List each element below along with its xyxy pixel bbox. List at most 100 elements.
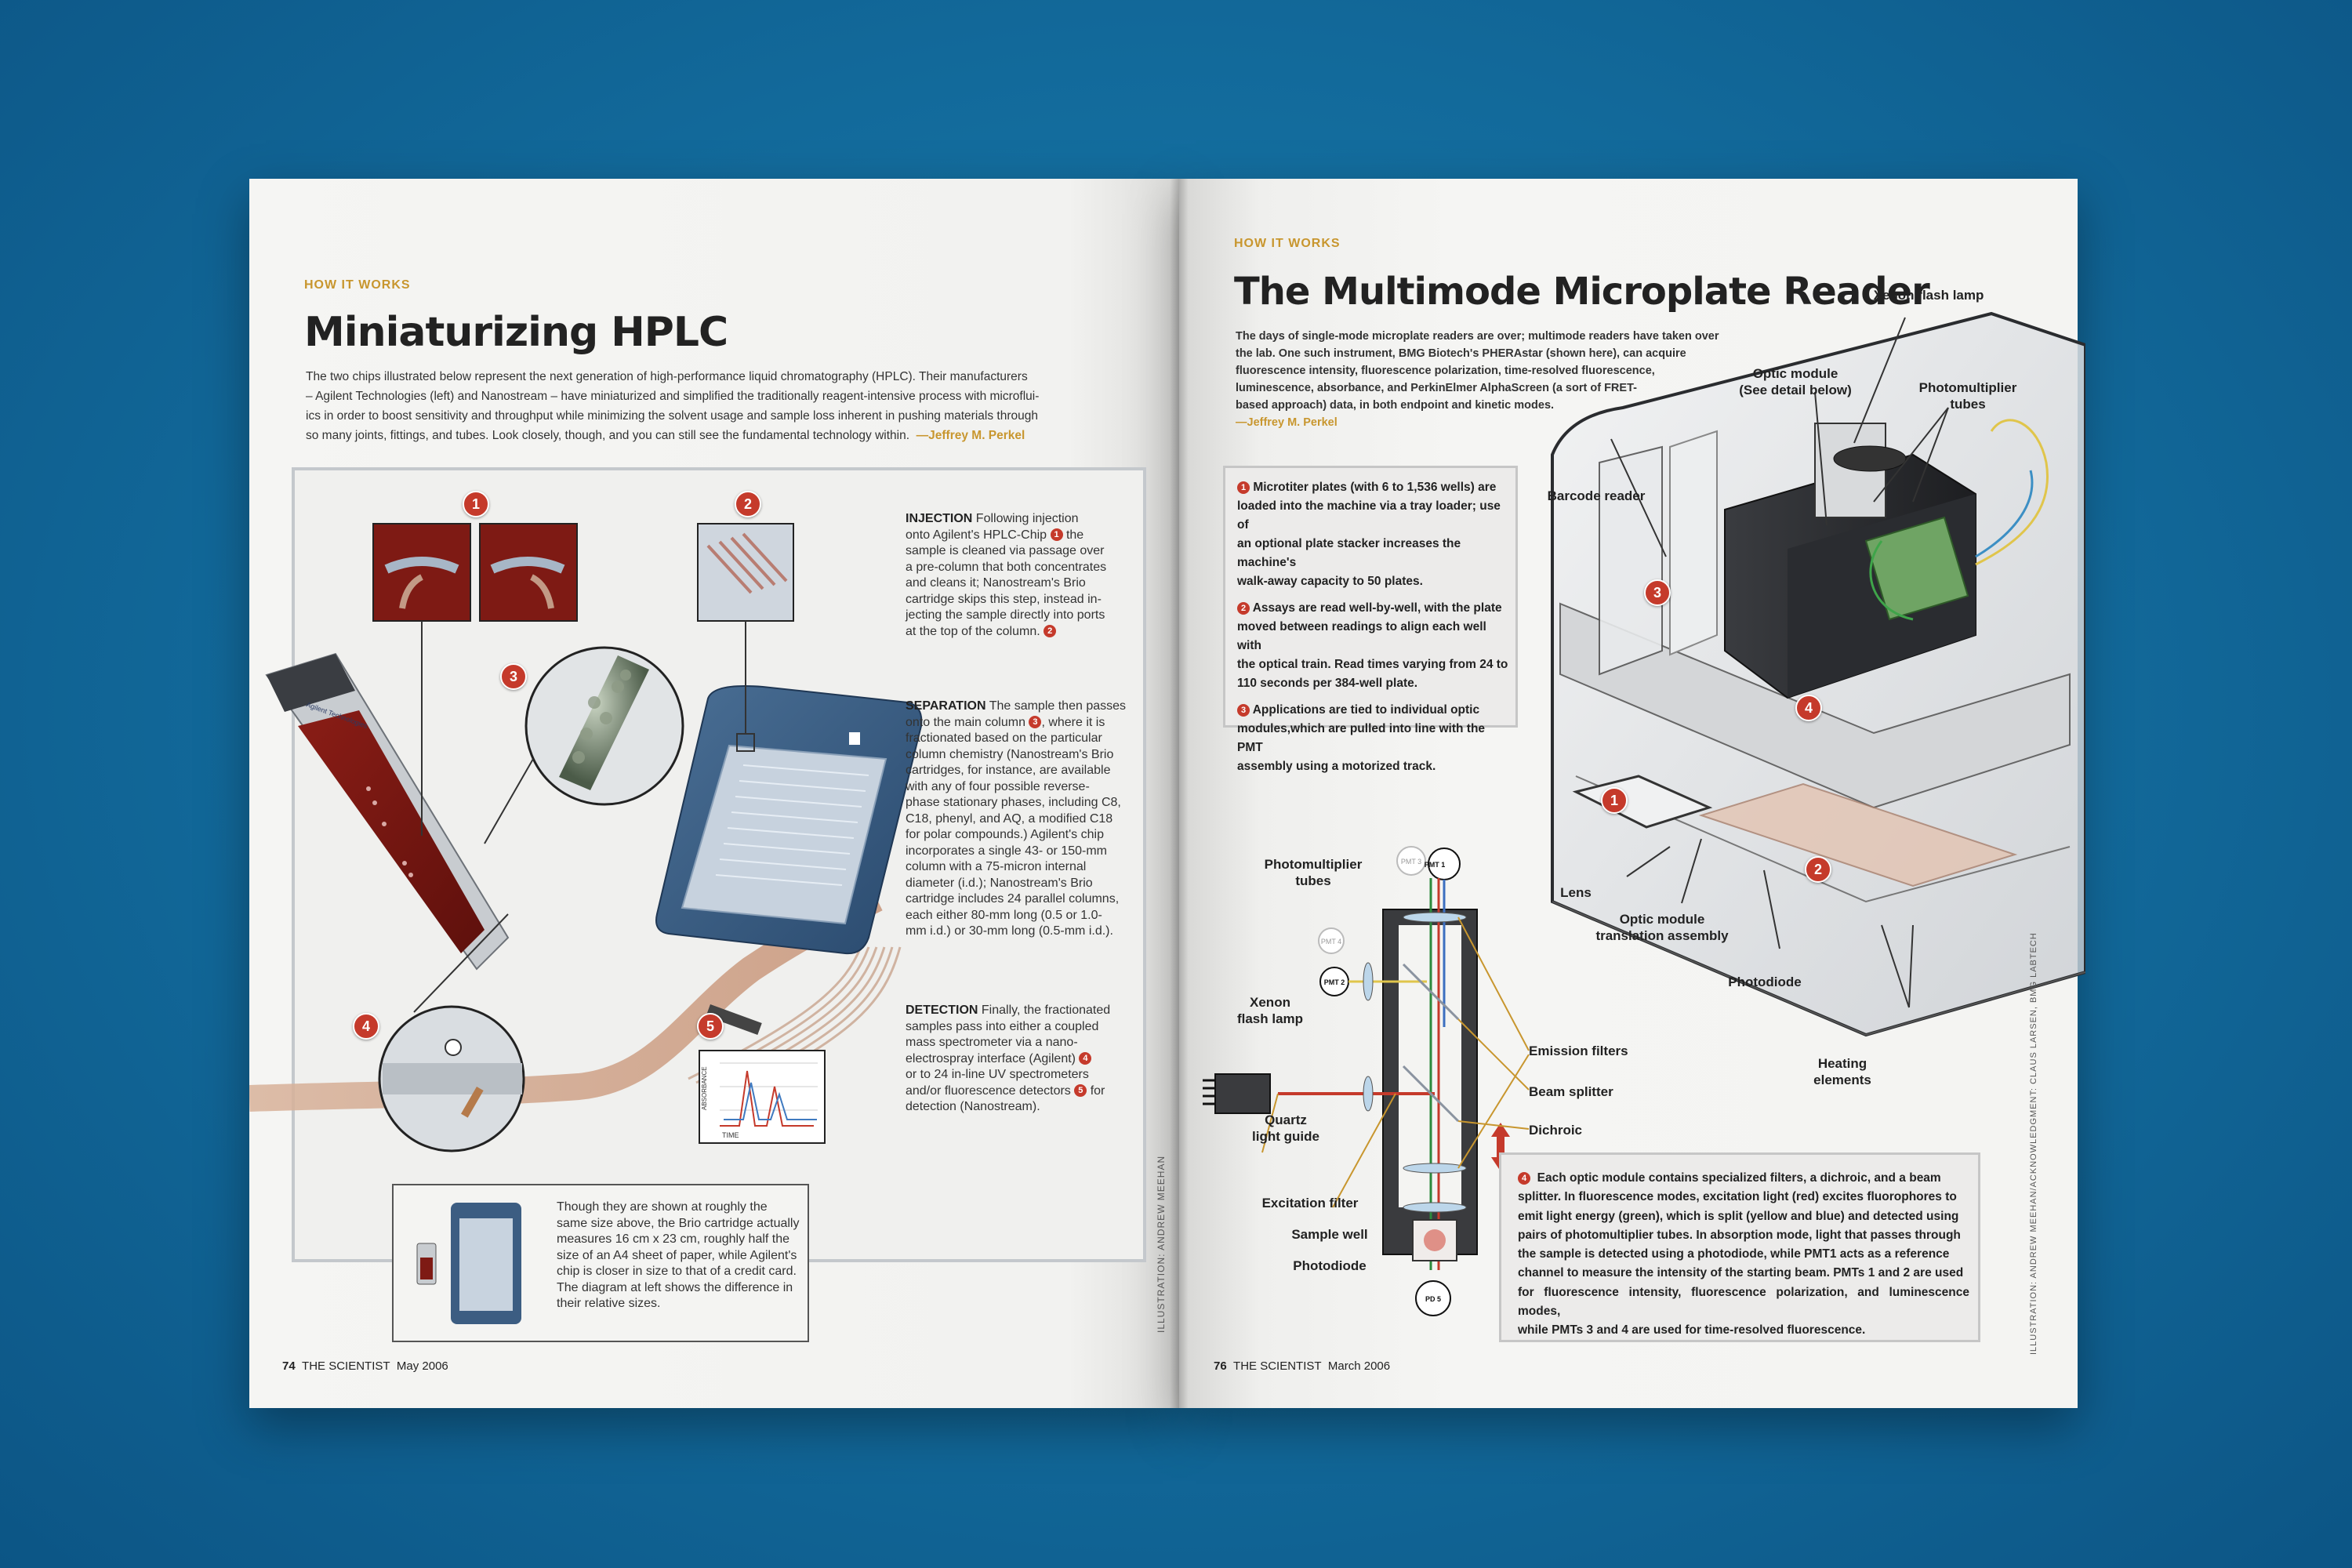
optics-label-sample: Sample well (1291, 1227, 1368, 1242)
detection-line: electrospray interface (Agilent) (906, 1051, 1076, 1065)
inset-agilent-valve (372, 523, 578, 836)
pmt4-label: PMT 4 (1321, 938, 1341, 946)
label-barcode-reader: Barcode reader (1547, 488, 1646, 503)
steps-callout-box (1223, 466, 1518, 728)
optics-label-quartz: Quartz light guide (1239, 1112, 1333, 1145)
device-badge-2: 2 (1805, 856, 1831, 883)
detail-line: splitter. In fluorescence modes, excitat… (1518, 1190, 1957, 1204)
ref-num: 4 (1079, 1052, 1092, 1065)
left-illustration-credit: ILLUSTRATION: ANDREW MEEHAN (1156, 1155, 1167, 1333)
step-item-3: 3 Applications are tied to individual op… (1237, 701, 1508, 776)
note-line: same size above, the Brio cartridge actu… (557, 1216, 800, 1230)
graph-y-label: ABSORBANCE (701, 1066, 708, 1110)
label-line: elements (1813, 1073, 1871, 1087)
injection-line: jecting the sample directly into ports (906, 608, 1105, 622)
lede-line: luminescence, absorbance, and PerkinElme… (1236, 382, 1637, 394)
separation-line: fractionated based on the particular (906, 731, 1102, 745)
magazine-gutter (1170, 179, 1189, 1408)
badge-column-3: 3 (500, 663, 527, 690)
label-line: Heating (1817, 1056, 1867, 1071)
detection-head: DETECTION (906, 1004, 978, 1017)
separation-line: phase stationary phases, including C8, (906, 796, 1121, 809)
optics-label-dichroic: Dichroic (1529, 1123, 1583, 1138)
ref-num: 3 (1029, 716, 1042, 729)
pd5-label: PD 5 (1425, 1295, 1441, 1303)
label-translation-assembly: Optic module translation assembly (1592, 911, 1733, 944)
optic-detail-callout (1499, 1152, 1980, 1342)
detail-line: channel to measure the intensity of the … (1518, 1266, 1964, 1280)
label-line: (See detail below) (1739, 383, 1852, 397)
label-optic-module: Optic module (See detail below) (1725, 365, 1866, 398)
injection-line: a pre-column that both concentrates (906, 560, 1107, 574)
injection-line: Following injection (972, 512, 1079, 525)
badge-injection-2: 2 (735, 491, 761, 517)
label-line: flash lamp (1236, 1011, 1304, 1026)
ref-num: 2 (1237, 601, 1250, 615)
optics-label-excitation: Excitation filter (1261, 1196, 1359, 1210)
label-line: Xenon (1250, 995, 1290, 1010)
label-line: Photomultiplier (1918, 380, 2017, 395)
device-badge-4: 4 (1795, 695, 1822, 721)
note-line: Though they are shown at roughly the (557, 1200, 768, 1214)
lede-line: ics in order to boost sensitivity and th… (306, 409, 1038, 423)
badge-tip-4: 4 (353, 1013, 379, 1040)
right-illustration-credit: ILLUSTRATION: ANDREW MEEHAN/ACKNOWLEDGME… (2029, 932, 2038, 1355)
section-injection: INJECTION Following injection onto Agile… (906, 511, 1133, 640)
step-line: Assays are read well-by-well, with the p… (1252, 601, 1502, 615)
separation-line: for polar compounds.) Agilent's chip (906, 828, 1104, 841)
step-line: 110 seconds per 384-well plate. (1237, 677, 1418, 690)
nanostream-brio-cartridge (655, 685, 923, 955)
optics-label-xenon: Xenon flash lamp (1223, 994, 1317, 1027)
relative-size-diagram (416, 1203, 521, 1324)
step-item-1: 1 Microtiter plates (with 6 to 1,536 wel… (1237, 478, 1508, 591)
right-page-number: 76 (1214, 1359, 1227, 1373)
separation-line: mm i.d.) or 30-mm long (0.5-mm i.d.). (906, 924, 1113, 938)
separation-line: each either 80-mm long (0.5 or 1.0- (906, 908, 1102, 922)
lede-line: the lab. One such instrument, BMG Biotec… (1236, 347, 1686, 360)
detail-line: emit light energy (green), which is spli… (1518, 1209, 1959, 1223)
lede-line: The days of single-mode microplate reade… (1236, 330, 1719, 343)
optics-label-pmt: Photomultiplier tubes (1254, 856, 1372, 889)
ref-num: 1 (1050, 528, 1063, 542)
separation-line: incorporates a single 43- or 150-mm (906, 844, 1108, 858)
pmt1-label: PMT 1 (1425, 861, 1446, 869)
separation-line: diameter (i.d.); Nanostream's Brio (906, 876, 1093, 890)
ref-num: 4 (1518, 1171, 1530, 1185)
separation-head: SEPARATION (906, 699, 986, 713)
left-lede: The two chips illustrated below represen… (306, 367, 1137, 445)
left-byline: —Jeffrey M. Perkel (916, 429, 1025, 442)
lede-line: The two chips illustrated below represen… (306, 370, 1028, 383)
agilent-hplc-chip: Agilent Technologies (265, 652, 510, 971)
steps-callout-text: 1 Microtiter plates (with 6 to 1,536 wel… (1237, 478, 1508, 776)
note-line: size of an A4 sheet of paper, while Agil… (557, 1248, 797, 1262)
note-line: their relative sizes. (557, 1297, 661, 1310)
label-line: Photomultiplier (1264, 857, 1363, 872)
ref-num: 5 (1074, 1084, 1087, 1098)
separation-line: , where it is (1041, 715, 1105, 729)
optic-module-detail-diagram: PMT 1 PMT 3 PMT 2 PMT 4 PD 5 (1203, 846, 1530, 1316)
injection-line: at the top of the column. (906, 624, 1040, 638)
ref-num: 3 (1237, 703, 1250, 717)
separation-line: cartridges, for instance, are available (906, 764, 1111, 777)
section-detection: DETECTION Finally, the fractionated samp… (906, 1003, 1141, 1116)
optics-label-beam-splitter: Beam splitter (1529, 1084, 1613, 1099)
label-line: Optic module (1752, 366, 1838, 381)
inset-nanostream-ports (697, 523, 794, 752)
detection-line: mass spectrometer via a nano- (906, 1036, 1078, 1049)
right-issue-date: March 2006 (1327, 1359, 1391, 1373)
device-badge-1: 1 (1601, 787, 1628, 814)
right-kicker: HOW IT WORKS (1234, 237, 1341, 250)
right-lede: The days of single-mode microplate reade… (1236, 328, 1753, 431)
left-title: Miniaturizing HPLC (304, 309, 728, 356)
detection-line: detection (Nanostream). (906, 1100, 1040, 1113)
label-line: light guide (1252, 1129, 1319, 1144)
label-xenon-flash-lamp: Xenon flash lamp (1873, 288, 1984, 303)
detail-line: for fluorescence intensity, fluorescence… (1518, 1285, 1969, 1319)
step-line: Microtiter plates (with 6 to 1,536 wells… (1253, 481, 1497, 494)
detail-line: the sample is detected using a photodiod… (1518, 1247, 1950, 1261)
optic-detail-text: 4 Each optic module contains specialized… (1518, 1169, 1969, 1341)
step-line: modules,which are pulled into line with … (1237, 722, 1486, 754)
left-issue-date: May 2006 (396, 1359, 448, 1373)
optics-label-photodiode: Photodiode (1293, 1258, 1367, 1273)
microplate-reader-illustration (1551, 311, 2085, 1037)
